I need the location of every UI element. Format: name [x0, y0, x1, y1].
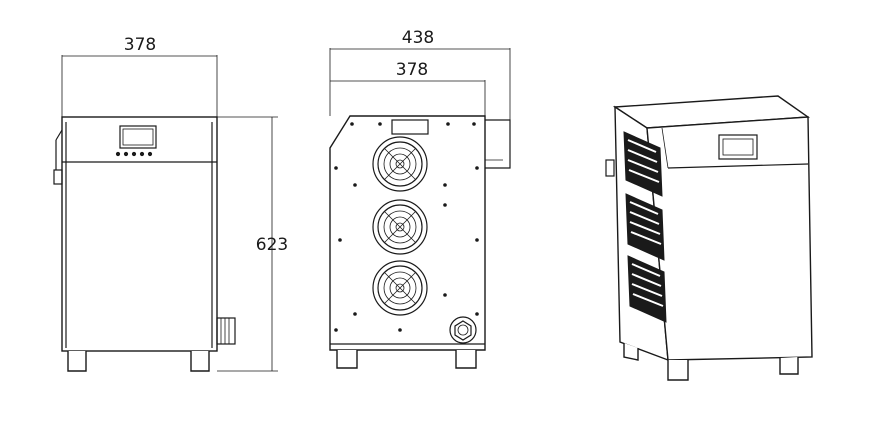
side-label-plate — [391, 119, 429, 135]
front-display — [119, 125, 157, 149]
front-height-dimension: 623 — [217, 116, 288, 372]
side-cabinet — [329, 115, 511, 369]
iso-display — [718, 134, 758, 160]
iso-foot-2 — [667, 360, 689, 381]
side-foot-left — [336, 350, 358, 369]
iso-handle — [605, 159, 615, 177]
side-body-width-label: 378 — [396, 60, 428, 80]
iso-vent-panel-1 — [623, 131, 663, 197]
side-overall-width-label: 438 — [402, 28, 434, 48]
front-connector — [216, 317, 236, 345]
front-foot-left — [67, 351, 87, 372]
front-cabinet — [53, 116, 236, 372]
iso-vent-panel-3 — [627, 255, 667, 323]
side-latch — [53, 169, 63, 185]
front-foot-right — [190, 351, 210, 372]
front-width-label: 378 — [124, 35, 156, 55]
cable-gland — [449, 316, 477, 344]
side-foot-right — [455, 350, 477, 369]
fan-1 — [372, 136, 428, 192]
front-view: 378 623 — [53, 35, 288, 372]
fan-3 — [372, 260, 428, 316]
fan-2 — [372, 199, 428, 255]
front-height-label: 623 — [256, 235, 288, 255]
side-screws — [334, 122, 479, 332]
front-width-dimension: 378 — [61, 35, 218, 118]
side-body-width-dimension: 378 — [330, 60, 486, 116]
iso-front-face — [646, 116, 813, 361]
side-view: 438 378 — [329, 28, 511, 369]
iso-vent-panel-2 — [625, 193, 665, 261]
iso-view — [605, 95, 813, 381]
iso-foot-1 — [623, 343, 639, 361]
rear-handle — [485, 119, 511, 169]
iso-foot-3 — [779, 357, 799, 375]
